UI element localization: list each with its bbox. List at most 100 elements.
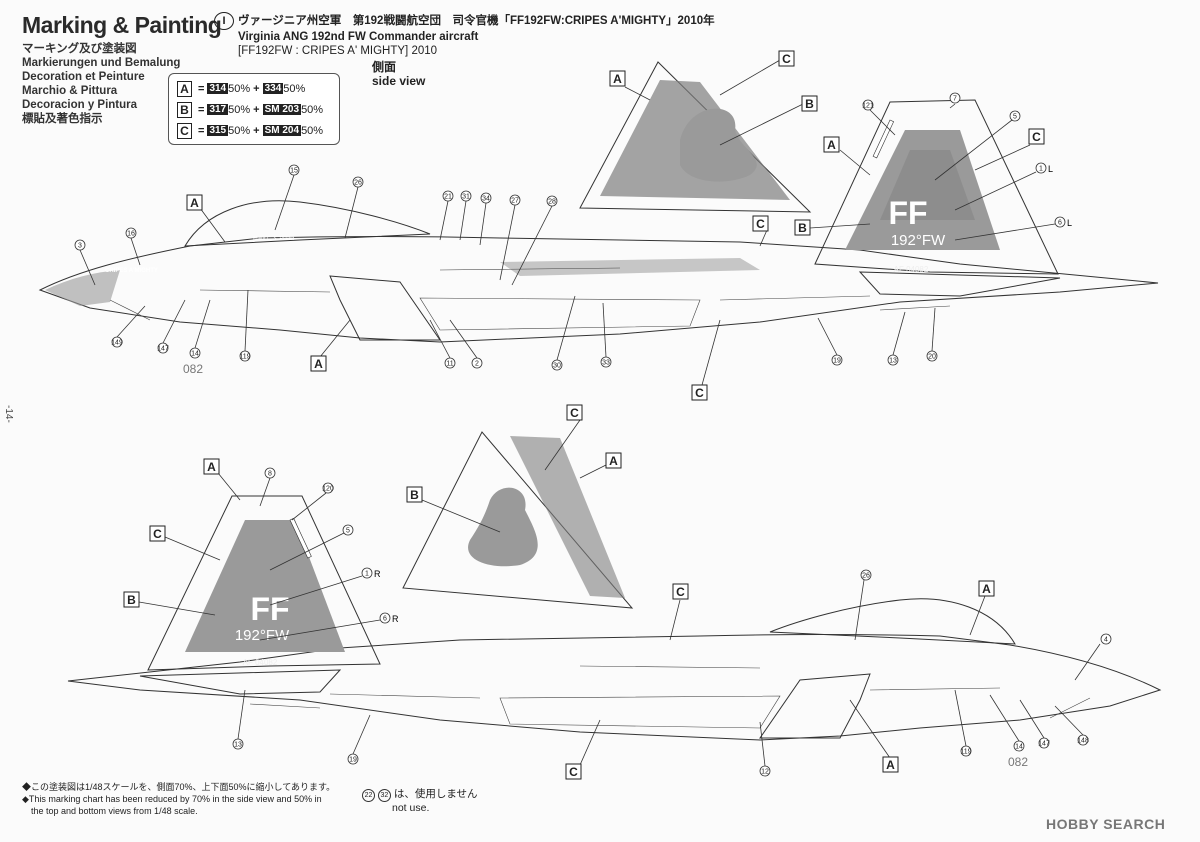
- label-a: A: [827, 138, 836, 152]
- tail-unit-right: 192°FW: [235, 627, 290, 644]
- side-view-label: 側面 side view: [372, 60, 425, 88]
- paint-code: 314: [207, 83, 229, 94]
- callout-6-right: 6: [383, 616, 387, 623]
- canopy-lower: [769, 598, 1016, 645]
- weapons-bay-upper: [419, 297, 701, 331]
- callout-1-left: 1: [1039, 166, 1043, 173]
- callout-1-side: L: [1048, 164, 1053, 174]
- wing-root-upper: [500, 258, 760, 276]
- scheme-title-en: Virginia ANG 192nd FW Commander aircraft: [238, 31, 479, 43]
- callout-6-side: L: [1067, 218, 1072, 228]
- panel-lines-upper: [109, 267, 951, 321]
- callout-120: 120: [322, 486, 334, 493]
- label-a: A: [314, 357, 323, 371]
- subtitle-fr: Decoration et Peinture: [22, 71, 145, 83]
- label-c: C: [1032, 130, 1041, 144]
- paint-code: 317: [207, 104, 229, 115]
- page-title: Marking & Painting: [22, 12, 222, 38]
- label-c: C: [153, 527, 162, 541]
- top-stab-view: [579, 61, 812, 213]
- callout-11: 11: [446, 361, 453, 368]
- scale-note-en-2: the top and bottom views from 1/48 scale…: [31, 806, 198, 816]
- fuselage-upper: [38, 236, 1159, 343]
- label-b: B: [410, 488, 419, 502]
- subtitle-it: Marchio & Pittura: [22, 85, 118, 97]
- subtitle-cn: 標貼及著色指示: [22, 113, 103, 125]
- subtitle-jp: マーキング及び塗装図: [22, 43, 137, 55]
- nose-dark-upper: [45, 270, 120, 306]
- callout-30: 30: [553, 363, 561, 370]
- weapons-bay-lower: [499, 695, 781, 729]
- callout-2: 2: [475, 361, 479, 368]
- nose-number-upper: 082: [183, 362, 203, 376]
- callout-28: 28: [548, 199, 556, 206]
- callout-33: 33: [602, 360, 610, 367]
- callout-26-lower: 26: [862, 573, 870, 580]
- tail-b-area-right: [185, 520, 345, 652]
- pilot-name-upper: Major C. S. Proffitt: [253, 236, 294, 242]
- callout-12: 12: [761, 769, 769, 776]
- mix-key: C: [177, 122, 192, 139]
- area-labels: A A A C B A C C B C A C B C A B C A C A: [123, 50, 1045, 780]
- callout-16: 16: [127, 231, 135, 238]
- not-used-en: not use.: [392, 802, 430, 814]
- callout-6-side-r: R: [392, 614, 399, 624]
- paint-ratio: 50%: [283, 82, 306, 95]
- label-a: A: [613, 72, 622, 86]
- unused-decal-22: 22: [362, 789, 375, 802]
- page-number: -14-: [3, 405, 14, 423]
- nose-art-upper: CRIPES A'MIGHTY: [105, 268, 158, 274]
- label-a: A: [886, 758, 895, 772]
- paint-code: SM 203: [262, 104, 302, 115]
- scale-note: ◆この塗装図は1/48スケールを、側面70%、上下面50%に縮小してあります。 …: [22, 782, 336, 816]
- stab-lower: [139, 669, 342, 695]
- paint-ratio: 50%: [301, 103, 324, 116]
- paint-ratio: 50%: [228, 103, 251, 116]
- label-c: C: [676, 585, 685, 599]
- upper-side-view: CRIPES A'MIGHTY Major C. S. Proffitt 082: [38, 200, 1159, 376]
- callout-8: 8: [268, 471, 272, 478]
- callout-3: 3: [78, 243, 82, 250]
- bottom-stab-inner: [510, 436, 625, 598]
- bottom-stab-b-area: [468, 487, 538, 567]
- tail-serial-left: AF 04082: [894, 265, 929, 274]
- label-c: C: [570, 406, 579, 420]
- callout-4: 4: [1104, 637, 1108, 644]
- paint-code: 315: [207, 125, 229, 136]
- paint-ratio: 50%: [301, 124, 324, 137]
- intake-upper: [329, 275, 441, 341]
- unused-decal-32: 32: [377, 789, 391, 802]
- tail-outline-left: [814, 99, 1059, 275]
- scheme-header: I ヴァージニア州空軍 第192戦闘航空団 司令官機「FF192FW:CRIPES…: [214, 12, 715, 58]
- scheme-number-badge: I: [214, 12, 234, 30]
- subtitle-de: Markierungen und Bemalung: [22, 57, 181, 69]
- vertical-tail-right: FF 192°FW AF 04082: [147, 495, 381, 671]
- label-b: B: [798, 221, 807, 235]
- label-a: A: [609, 454, 618, 468]
- side-view-jp: 側面: [372, 60, 397, 74]
- callout-7: 7: [953, 96, 957, 103]
- callout-6-left: 6: [1058, 220, 1062, 227]
- tail-outline-right: [147, 495, 381, 671]
- callout-26: 26: [354, 180, 362, 187]
- scale-note-jp: この塗装図は1/48スケールを、側面70%、上下面50%に縮小してあります。: [31, 782, 336, 792]
- lower-side-view: 082: [67, 598, 1162, 769]
- tail-code-right: FF: [250, 591, 289, 627]
- callout-5: 5: [1013, 114, 1017, 121]
- paint-ratio: 50%: [228, 124, 251, 137]
- nose-number-lower: 082: [1008, 755, 1028, 769]
- callout-20: 20: [928, 354, 936, 361]
- multilingual-subtitles: マーキング及び塗装図 Markierungen und Bemalung Dec…: [22, 42, 180, 126]
- label-c: C: [695, 386, 704, 400]
- callout-148: 148: [1077, 738, 1089, 745]
- scheme-title-jp: ヴァージニア州空軍 第192戦闘航空団 司令官機「FF192FW:CRIPES …: [238, 15, 715, 28]
- intake-lower: [759, 673, 871, 739]
- top-stab-b-area: [680, 108, 757, 182]
- mix-key: B: [177, 101, 192, 118]
- tail-code-left: FF: [888, 195, 927, 231]
- mix-key: A: [177, 80, 192, 97]
- label-c: C: [782, 52, 791, 66]
- callout-14-lower: 14: [1015, 744, 1023, 751]
